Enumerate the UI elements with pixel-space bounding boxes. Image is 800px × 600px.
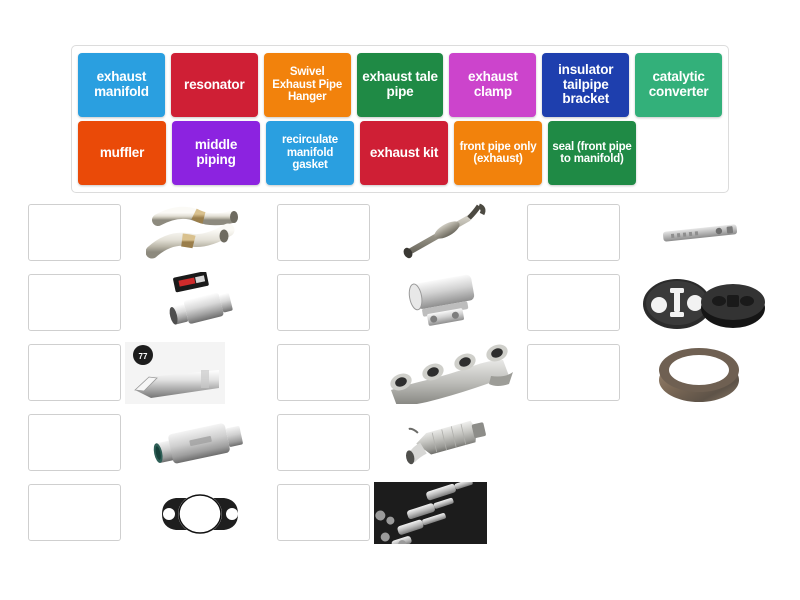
- match-pair: [277, 338, 526, 407]
- image-middle-piping-muffler: [125, 410, 277, 476]
- image-full-exhaust-kit: [374, 481, 488, 544]
- dropzone[interactable]: [28, 274, 121, 331]
- dropzone[interactable]: [526, 274, 620, 331]
- image-exhaust-seal-ring: [624, 340, 776, 406]
- match-pair: [28, 198, 277, 267]
- draggable-tile[interactable]: middle piping: [172, 121, 260, 185]
- image-exhaust-manifold: [374, 340, 526, 406]
- match-pair: [277, 268, 526, 337]
- draggable-tile[interactable]: exhaust tale pipe: [356, 53, 444, 117]
- draggable-tile[interactable]: insulator tailpipe bracket: [542, 53, 630, 117]
- draggable-tile[interactable]: exhaust clamp: [449, 53, 537, 117]
- image-exhaust-tail-tip: 77: [125, 341, 225, 404]
- tile-row-2: muffler middle piping recirculate manifo…: [78, 121, 722, 185]
- draggable-tile[interactable]: Swivel Exhaust Pipe Hanger: [263, 53, 351, 117]
- image-tailpipe-bracket: [624, 200, 776, 266]
- dropzone[interactable]: [277, 414, 371, 471]
- image-manifold-gasket: [125, 480, 277, 546]
- match-pair: [526, 338, 776, 407]
- image-rubber-hanger-insulators: [624, 270, 776, 336]
- match-pair: [277, 408, 526, 477]
- dropzone[interactable]: [28, 344, 121, 401]
- image-exhaust-clamp: [374, 270, 526, 336]
- draggable-tile[interactable]: front pipe only (exhaust): [454, 121, 542, 185]
- match-pair: [28, 408, 277, 477]
- dropzone[interactable]: [28, 484, 121, 541]
- dropzone[interactable]: [277, 344, 371, 401]
- draggable-tile[interactable]: muffler: [78, 121, 166, 185]
- match-pair: [28, 268, 277, 337]
- image-catalytic-converter: [374, 410, 526, 476]
- word-tile-bank: exhaust manifold resonator Swivel Exhaus…: [71, 45, 729, 193]
- match-pair: [28, 478, 277, 547]
- image-resonator-with-box: [125, 270, 277, 336]
- dropzone[interactable]: [277, 204, 371, 261]
- match-pair: 77: [28, 338, 277, 407]
- svg-text:77: 77: [139, 352, 148, 361]
- tile-row-1: exhaust manifold resonator Swivel Exhaus…: [78, 53, 723, 117]
- draggable-tile[interactable]: seal (front pipe to manifold): [548, 121, 636, 185]
- dropzone[interactable]: [277, 274, 371, 331]
- match-pair: [277, 478, 526, 547]
- dropzone[interactable]: [28, 204, 121, 261]
- match-pair: [277, 198, 526, 267]
- draggable-tile[interactable]: resonator: [170, 53, 258, 117]
- draggable-tile[interactable]: catalytic converter: [635, 53, 723, 117]
- dropzone[interactable]: [526, 344, 620, 401]
- match-pair: [526, 198, 776, 267]
- dropzone[interactable]: [28, 414, 121, 471]
- image-front-pipe-assembly: [374, 200, 526, 266]
- draggable-tile[interactable]: exhaust kit: [360, 121, 448, 185]
- match-grid: 77: [28, 198, 776, 546]
- draggable-tile[interactable]: recirculate manifold gasket: [266, 121, 354, 185]
- draggable-tile[interactable]: exhaust manifold: [78, 53, 165, 117]
- dropzone[interactable]: [277, 484, 371, 541]
- image-twin-downpipes: [125, 200, 277, 266]
- match-pair: [526, 268, 776, 337]
- dropzone[interactable]: [526, 204, 620, 261]
